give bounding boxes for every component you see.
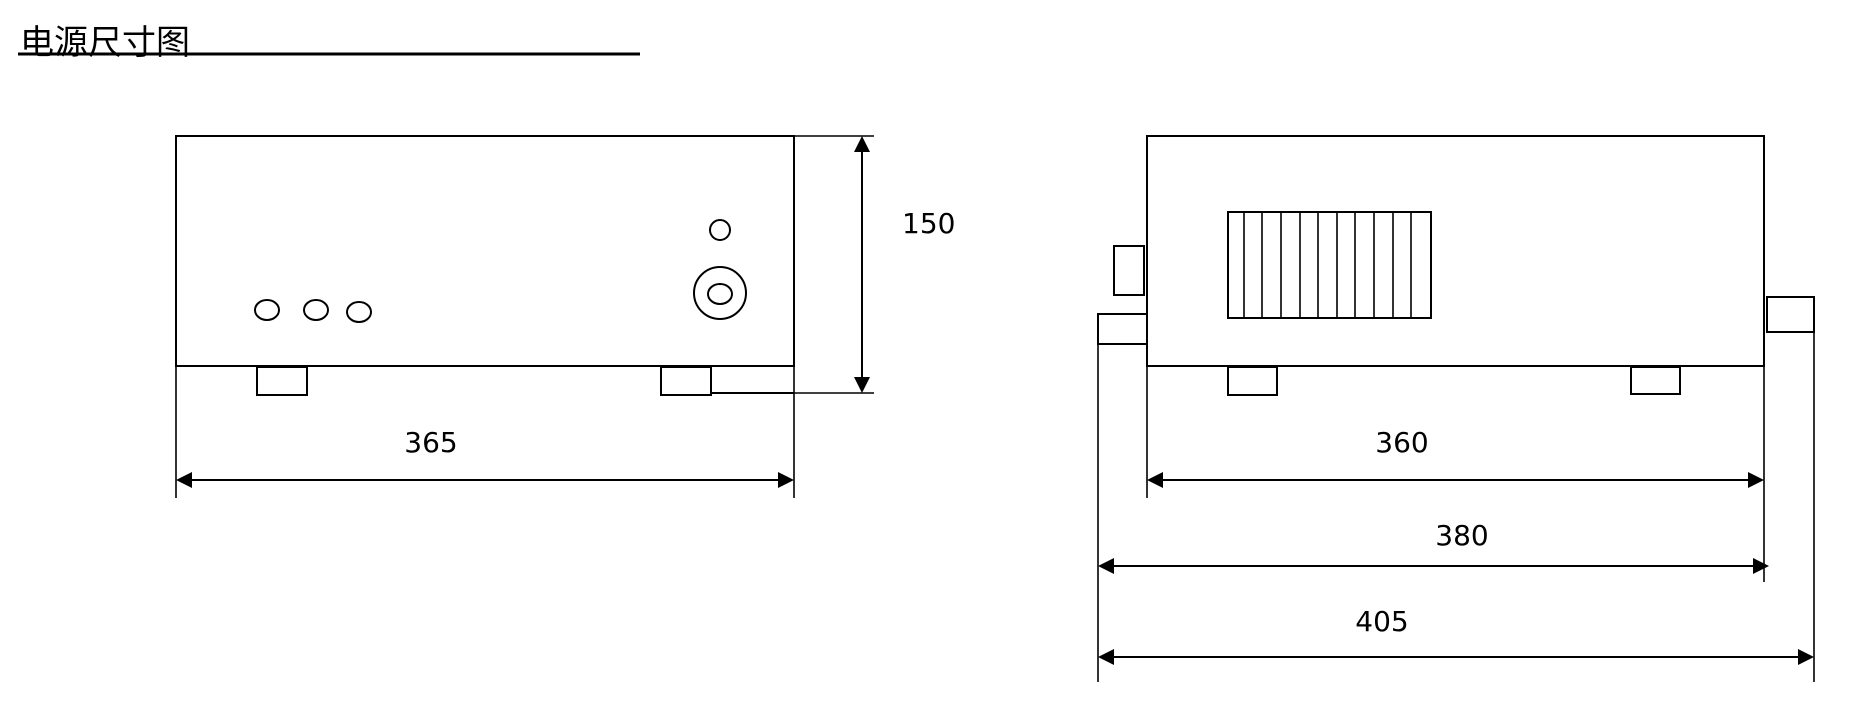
side-rear-connector [1766,296,1815,333]
front-height-arrow-bottom [854,377,870,393]
side-dimension-380-arrow-left [1098,558,1114,574]
side-dimension-360-arrow-right [1748,472,1764,488]
side-foot-left [1227,366,1278,396]
front-view-body [175,135,795,367]
front-foot-right [660,366,712,396]
indicator-lamp-2 [303,299,329,321]
front-view: 365 150 [175,135,955,498]
side-view-body [1146,135,1765,367]
front-width-arrow-right [778,472,794,488]
front-foot-left [256,366,308,396]
side-left-switch [1097,313,1148,345]
title-text: 电源尺寸图 [20,23,190,63]
indicator-lamp-1 [254,299,280,321]
ventilation-slats [1243,212,1412,318]
side-dimension-360-label: 360 [1375,426,1428,459]
front-height-label: 150 [902,207,955,240]
side-dimension-380-label: 380 [1435,519,1488,552]
side-dimension-405-arrow-right [1798,649,1814,665]
side-foot-right [1630,366,1681,395]
front-width-label: 365 [404,426,457,459]
drawing-title: 电源尺寸图 [18,23,640,63]
ventilation-grille [1227,211,1432,319]
side-dimension-405-label: 405 [1355,605,1408,638]
side-dimension-360-arrow-left [1147,472,1163,488]
side-dimension-380-arrow-right [1753,558,1769,574]
side-dimension-405-arrow-left [1098,649,1114,665]
front-width-arrow-left [176,472,192,488]
large-knob-outer [693,266,747,320]
indicator-lamp-3 [346,301,372,323]
side-view: 360 380 405 [1097,135,1815,682]
side-left-knob [1113,245,1145,296]
front-height-arrow-top [854,136,870,152]
small-knob [709,219,731,241]
large-knob-inner [707,283,733,305]
